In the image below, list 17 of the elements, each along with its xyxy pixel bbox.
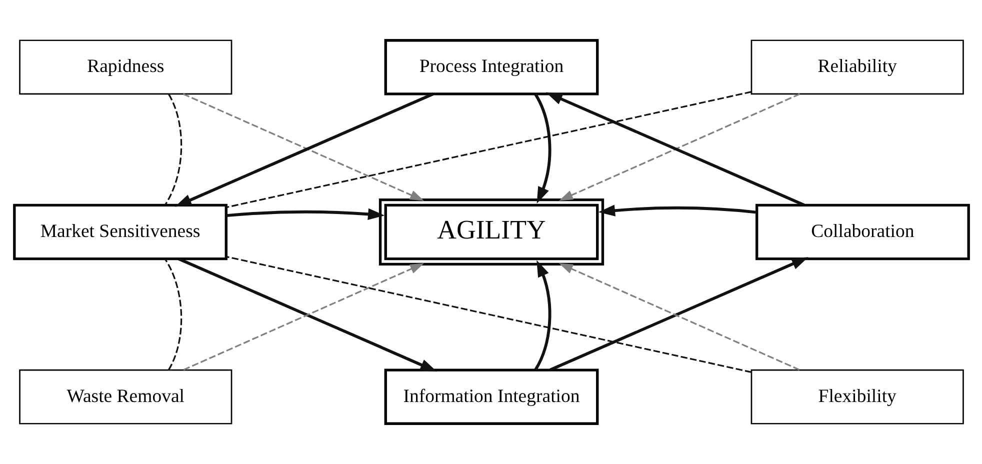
node-box: Collaboration <box>755 204 970 260</box>
node-box: Waste Removal <box>18 369 232 424</box>
node-box: Rapidness <box>18 40 232 95</box>
node-box: AGILITY <box>378 198 604 266</box>
arrow <box>534 93 551 204</box>
arrow <box>226 208 384 220</box>
node-box: Flexibility <box>750 369 964 424</box>
node-box: Market Sensitiveness <box>12 204 227 260</box>
connector <box>164 94 182 206</box>
arrow <box>598 204 756 216</box>
connector <box>226 256 752 373</box>
node-box: Process Integration <box>384 39 598 96</box>
connector <box>164 258 182 370</box>
arrow <box>534 260 551 370</box>
connector <box>226 91 752 208</box>
node-box: Information Integration <box>384 368 598 425</box>
node-box: Reliability <box>750 40 964 95</box>
